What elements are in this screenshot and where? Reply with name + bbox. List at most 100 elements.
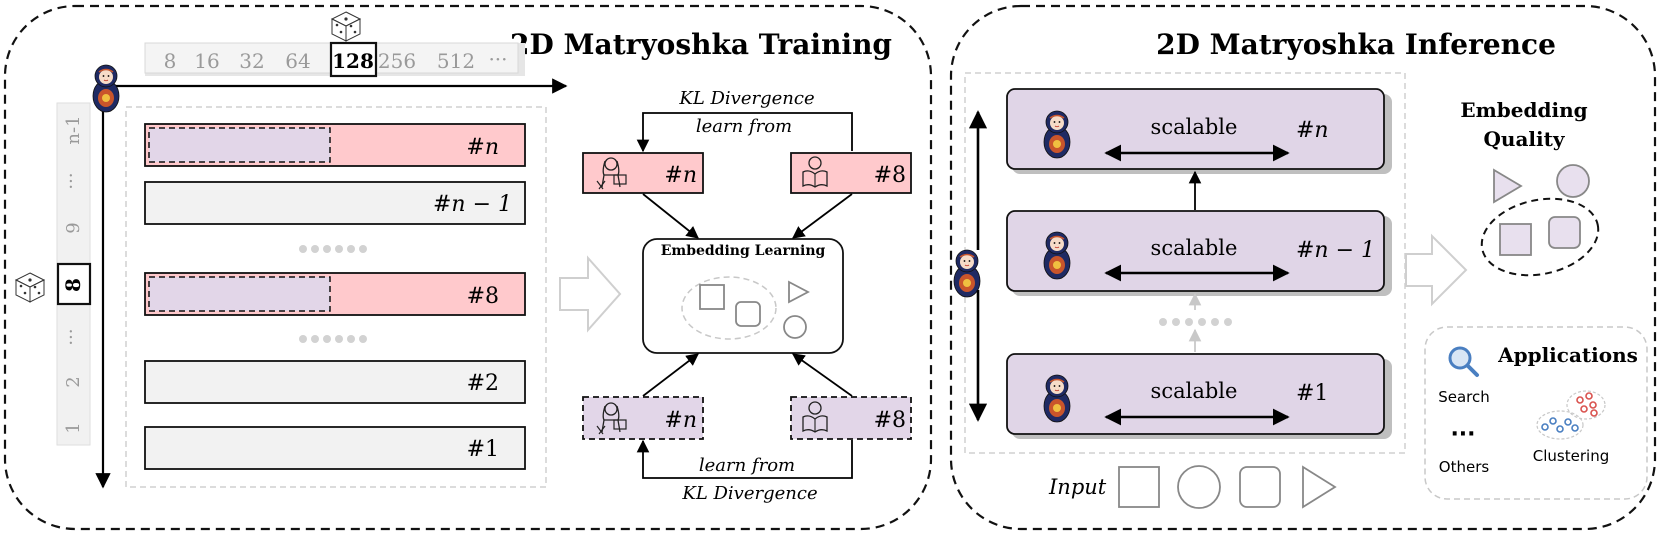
doll-icon-origin	[92, 64, 120, 113]
dim-256: 256	[378, 49, 416, 73]
inference-layer-n-minus-1: scalable #n − 1	[1006, 210, 1392, 296]
kl-divergence-bottom: KL Divergence	[681, 483, 817, 504]
bar-n-minus-1-label: #n − 1	[433, 192, 512, 217]
dimension-strip: 8 16 32 64 128 256 512 ···	[144, 41, 525, 78]
bar-1: #1	[144, 426, 526, 470]
cluster-ellipse	[681, 276, 777, 340]
input-triangle	[1302, 465, 1337, 509]
search-label: Search	[1438, 388, 1490, 406]
selected-dim-box	[329, 41, 378, 78]
scalable-label-n: scalable	[1151, 115, 1238, 139]
bar-n-minus-1: #n − 1	[144, 181, 526, 225]
doll-icon-layer-n-minus-1	[1043, 231, 1071, 280]
layer-n-1: n-1	[63, 115, 84, 144]
bar-n-label: #n	[466, 135, 499, 160]
inference-layer-n: scalable #n	[1006, 88, 1392, 174]
dim-64: 64	[285, 49, 310, 73]
dim-128-selected: 128	[332, 49, 374, 73]
layer-n-label: #n	[1296, 118, 1329, 143]
others-dots: ···	[1450, 422, 1475, 447]
scalable-label-n-1: scalable	[1151, 236, 1238, 260]
quality-triangle	[1493, 168, 1523, 204]
inference-panel	[949, 4, 1657, 531]
embedding-quality-line2: Quality	[1484, 127, 1566, 151]
student-box-top: #8	[790, 152, 912, 194]
clustering-label: Clustering	[1533, 447, 1609, 465]
input-rounded-square	[1239, 466, 1281, 508]
quality-rounded-square	[1548, 216, 1581, 249]
bar-8-truncated	[148, 276, 331, 312]
dim-ellipsis: ···	[488, 47, 507, 71]
quality-cluster-ellipse	[1480, 197, 1600, 277]
square-icon	[699, 284, 725, 310]
layer-1: 1	[63, 422, 84, 433]
student-bottom-label: #8	[874, 408, 906, 433]
triangle-icon	[788, 280, 810, 304]
input-label: Input	[1048, 475, 1107, 499]
arrow-student-bottom-to-learning	[791, 353, 853, 397]
others-label: Others	[1439, 458, 1490, 476]
doll-icon-layer-1	[1043, 374, 1071, 423]
bar-n-truncated	[148, 127, 331, 163]
learn-from-top: learn from	[696, 116, 792, 137]
layer-1-label: #1	[1296, 381, 1328, 406]
dots-upper	[299, 245, 367, 253]
dots-inference	[1159, 318, 1232, 326]
teacher-bottom-label: #n	[664, 408, 697, 433]
dots-lower	[299, 335, 367, 343]
scalable-label-1: scalable	[1151, 379, 1238, 403]
dim-16: 16	[194, 49, 219, 73]
kl-arrow-bottom	[636, 439, 853, 479]
dice-icon-left	[15, 272, 45, 303]
selected-layer-box	[56, 262, 92, 306]
training-panel	[3, 4, 933, 531]
student-box-bottom: #8	[790, 396, 912, 440]
search-icon	[1448, 346, 1479, 377]
bar-8: #8	[144, 272, 526, 316]
quality-square	[1499, 223, 1532, 256]
hollow-arrow-left	[559, 255, 622, 333]
student-top-label: #8	[874, 163, 906, 188]
dim-32: 32	[239, 49, 264, 73]
layer-n-minus-1-label: #n − 1	[1296, 238, 1375, 263]
kl-divergence-top: KL Divergence	[678, 88, 814, 109]
teacher-box-top: #n	[582, 152, 704, 194]
arrow-teacher-bottom-to-learning	[642, 353, 700, 397]
circle-icon	[783, 315, 807, 339]
dim-512: 512	[437, 49, 475, 73]
doll-icon-layer-n	[1043, 110, 1071, 159]
bar-1-label: #1	[467, 437, 499, 462]
kl-arrow-top	[636, 112, 853, 153]
input-square	[1118, 466, 1160, 508]
embedding-learning-label: Embedding Learning	[661, 243, 826, 259]
dim-8: 8	[164, 49, 177, 73]
layer-8-selected: 8	[61, 278, 85, 292]
embedding-quality-line1: Embedding	[1460, 98, 1587, 122]
learn-from-bottom: learn from	[699, 455, 795, 476]
layer-2: 2	[63, 376, 84, 387]
inference-layer-1: scalable #1	[1006, 353, 1392, 439]
layer-strip: 1 2 ··· 8 9 ··· n-1	[56, 102, 92, 446]
inference-title: 2D Matryoshka Inference	[1156, 28, 1556, 61]
applications-title: Applications	[1497, 343, 1638, 367]
clustering-icon	[1536, 390, 1606, 440]
quality-circle	[1556, 164, 1590, 198]
bars-region	[125, 106, 547, 488]
bar-8-label: #8	[467, 284, 499, 309]
embedding-learning-box: Embedding Learning	[642, 238, 844, 354]
bar-n: #n	[144, 123, 526, 167]
training-title: 2D Matryoshka Training	[510, 28, 892, 61]
layer-ellipsis-low: ···	[61, 328, 82, 345]
applications-box	[1424, 326, 1648, 500]
layer-9: 9	[63, 222, 84, 233]
input-circle	[1177, 465, 1221, 509]
rounded-square-icon	[735, 301, 761, 327]
arrow-teacher-to-learning	[642, 193, 699, 239]
teacher-top-label: #n	[664, 163, 697, 188]
hollow-arrow-right	[1405, 233, 1468, 307]
teacher-box-bottom: #n	[582, 396, 704, 440]
layer-ellipsis-high: ···	[61, 172, 82, 189]
doll-icon-inference	[953, 249, 981, 298]
dice-icon	[331, 11, 361, 42]
